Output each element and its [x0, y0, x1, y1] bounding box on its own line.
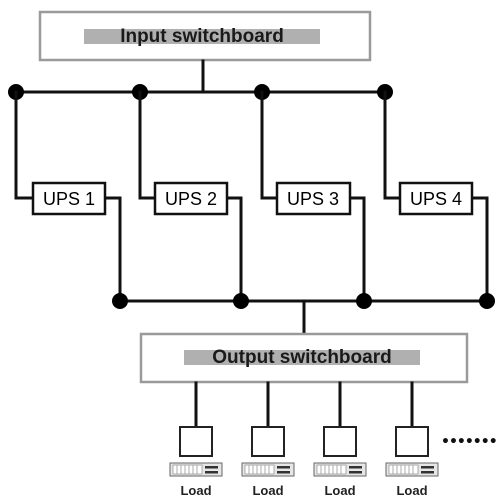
load-1-box	[179, 426, 213, 457]
input-switchboard-label: Input switchboard	[120, 26, 284, 47]
load-2-device-icon	[241, 462, 295, 477]
ups-1-output-wire	[103, 196, 122, 303]
ups-3-input-wire	[260, 90, 279, 200]
load-4-label: Load	[396, 483, 427, 498]
load-1: Load	[169, 381, 223, 498]
load-3: Load	[313, 381, 367, 498]
continuation-dots: •••••••	[441, 434, 497, 450]
ups-1-box	[31, 181, 107, 216]
input-bus	[8, 59, 393, 100]
ups-2-output-wire	[225, 196, 243, 303]
ups-1-input-wire	[14, 90, 35, 200]
load-4-box	[395, 426, 429, 457]
load-3-device-icon	[313, 462, 367, 477]
output-junction-3	[356, 293, 372, 309]
output-switchboard-label: Output switchboard	[212, 347, 391, 368]
load-1-label: Load	[180, 483, 211, 498]
load-4: Load	[385, 381, 439, 498]
load-2-box	[251, 426, 285, 457]
ups-2-label: UPS 2	[165, 189, 217, 209]
load-4-device-icon	[385, 462, 439, 477]
load-2-label: Load	[252, 483, 283, 498]
ups-branch-4: UPS 4	[383, 90, 489, 303]
load-1-device-icon	[169, 462, 223, 477]
load-3-label: Load	[324, 483, 355, 498]
ups-2-input-wire	[138, 90, 157, 200]
input-switchboard: Input switchboard	[38, 10, 372, 62]
load-2: Load	[241, 381, 295, 498]
ups-4-input-wire	[383, 90, 402, 200]
output-switchboard-label-highlight	[184, 350, 420, 365]
ups-4-label: UPS 4	[410, 189, 462, 209]
ups-branch-1: UPS 1	[14, 90, 122, 303]
output-bus	[112, 293, 495, 336]
input-switchboard-label-highlight	[84, 29, 320, 44]
ups-branch-2: UPS 2	[138, 90, 243, 303]
ups-4-box	[398, 181, 474, 216]
output-junction-1	[112, 293, 128, 309]
output-junction-4	[479, 293, 495, 309]
ups-4-output-wire	[470, 196, 489, 303]
output-switchboard: Output switchboard	[139, 332, 469, 384]
ups-3-label: UPS 3	[287, 189, 339, 209]
output-junction-2	[233, 293, 249, 309]
ups-1-label: UPS 1	[43, 189, 95, 209]
ups-3-box	[275, 181, 352, 216]
ups-2-box	[153, 181, 229, 216]
ups-branch-3: UPS 3	[260, 90, 366, 303]
load-3-box	[323, 426, 357, 457]
ups-3-output-wire	[348, 196, 366, 303]
